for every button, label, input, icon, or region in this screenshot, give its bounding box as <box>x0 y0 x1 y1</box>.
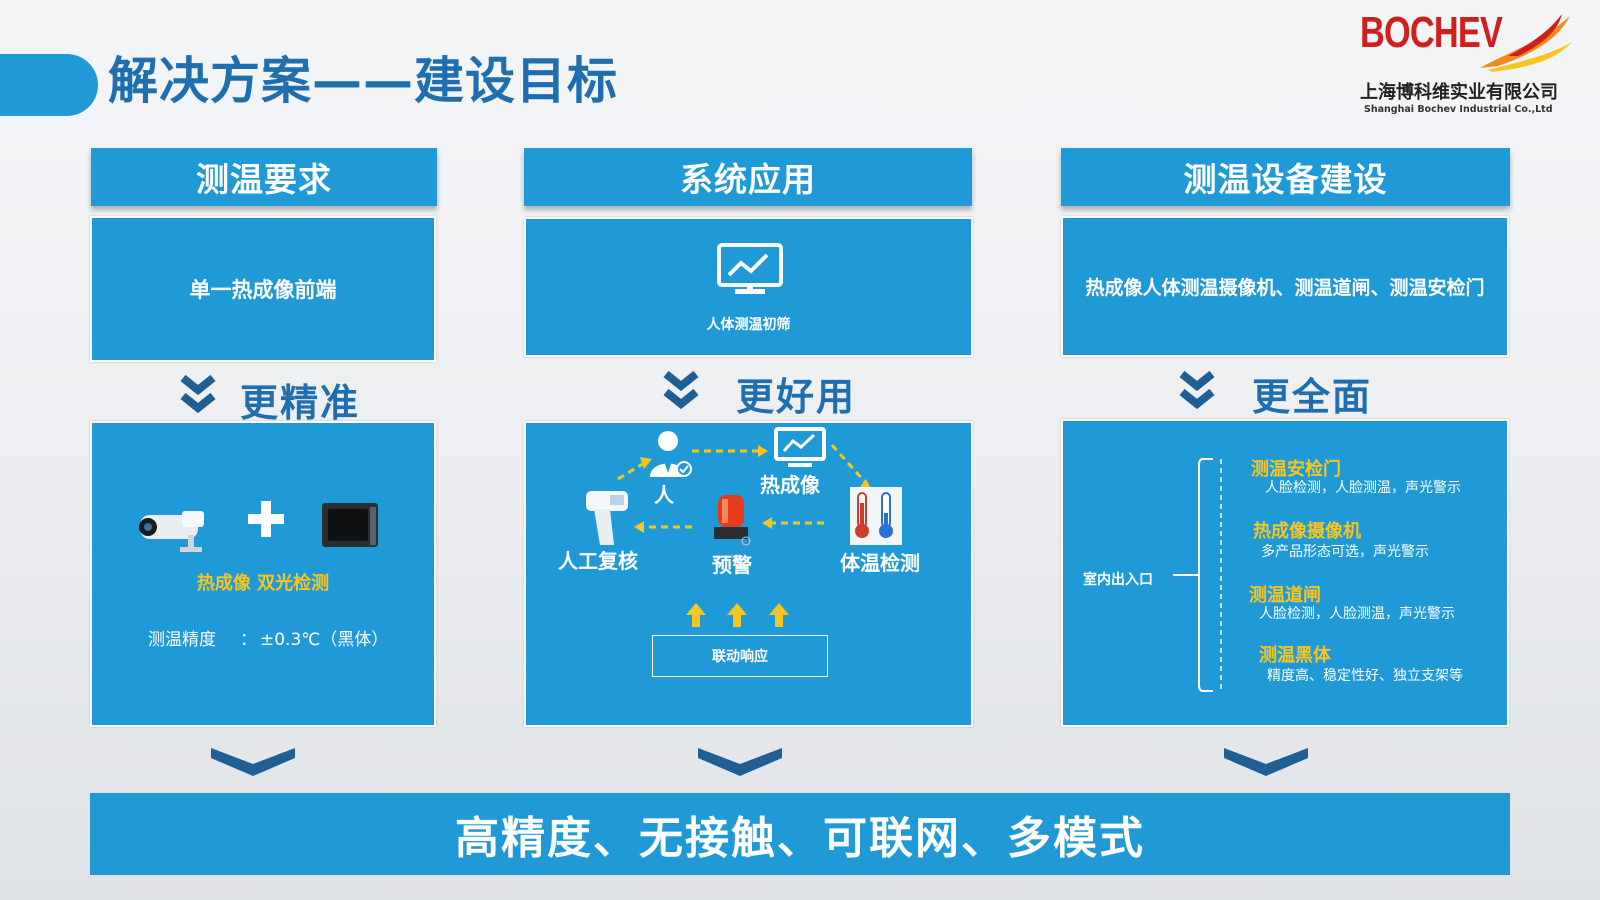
accuracy-value: ±0.3℃（黑体） <box>260 630 389 650</box>
label-more-comprehensive: 更全面 <box>1252 375 1373 419</box>
double-chevron-icon <box>1179 370 1215 410</box>
accuracy-separator: ： <box>240 630 257 650</box>
application-text: 人体测温初筛 <box>706 317 791 333</box>
tree-item-desc: 人脸检测，人脸测温，声光警示 <box>1265 480 1461 496</box>
label-more-accurate: 更精准 <box>240 381 361 425</box>
tree-item-desc: 人脸检测，人脸测温，声光警示 <box>1259 606 1455 622</box>
title-accent-tab <box>0 54 98 116</box>
plus-icon <box>248 501 284 537</box>
handheld-thermometer-icon <box>586 491 628 545</box>
flow-person-label: 人 <box>654 483 674 507</box>
logo-company-cn: 上海博科维实业有限公司 <box>1360 82 1558 103</box>
monitor-chart-icon <box>717 243 783 294</box>
chevron-down-icon <box>1224 748 1308 776</box>
flow-thermal-label: 热成像 <box>760 473 820 497</box>
dual-light-highlight: 热成像 双光检测 <box>196 573 330 594</box>
flow-temp-check-label: 体温检测 <box>840 551 920 575</box>
requirement-box: 单一热成像前端 <box>90 216 436 362</box>
page-title: 解决方案——建设目标 <box>108 52 618 110</box>
column-header-application: 系统应用 <box>524 148 972 206</box>
column-header-requirement: 测温要求 <box>91 148 437 206</box>
person-icon <box>650 431 692 477</box>
chevron-down-icon <box>211 748 295 776</box>
flow-manual-label: 人工复核 <box>558 549 638 573</box>
blackbody-device-icon <box>322 503 378 547</box>
tree-item-desc: 多产品形态可选，声光警示 <box>1261 544 1429 560</box>
thermal-monitor-icon <box>774 427 826 467</box>
double-chevron-icon <box>663 370 699 410</box>
equipment-detail-box: 室内出入口 测温安检门 人脸检测，人脸测温，声光警示 热成像摄像机 多产品形态可… <box>1061 419 1509 727</box>
application-box: 人体测温初筛 <box>524 217 973 357</box>
linkage-response-box: 联动响应 <box>652 635 828 677</box>
column-header-equipment: 测温设备建设 <box>1061 148 1510 206</box>
logo-wordmark: BOCHEV <box>1360 8 1503 57</box>
tree-item-title: 测温道闸 <box>1249 585 1321 606</box>
chevron-down-icon <box>698 748 782 776</box>
tree-item-title: 测温安检门 <box>1251 459 1341 480</box>
bullet-camera-icon <box>139 511 204 552</box>
alarm-light-icon <box>714 495 751 546</box>
accuracy-detail-box: 热成像 双光检测 测温精度 ： ±0.3℃（黑体） <box>90 421 436 727</box>
workflow-detail-box: 人 热成像 体温检测 预警 人工复核 联动响应 <box>524 421 973 727</box>
tree-item-title: 热成像摄像机 <box>1253 521 1361 542</box>
summary-banner: 高精度、无接触、可联网、多模式 <box>90 793 1510 875</box>
tree-root-label: 室内出入口 <box>1083 572 1153 588</box>
equipment-box: 热成像人体测温摄像机、测温道闸、测温安检门 <box>1061 216 1509 357</box>
double-chevron-icon <box>180 374 216 414</box>
flow-alarm-label: 预警 <box>712 553 752 577</box>
equipment-text: 热成像人体测温摄像机、测温道闸、测温安检门 <box>1085 277 1485 299</box>
company-logo: BOCHEV 上海博科维实业有限公司 Shanghai Bochev Indus… <box>1360 8 1580 118</box>
tree-item-title: 测温黑体 <box>1259 645 1331 666</box>
logo-company-en: Shanghai Bochev Industrial Co.,Ltd <box>1364 104 1553 115</box>
thermometer-icon <box>850 487 902 545</box>
accuracy-label: 测温精度 <box>148 630 216 650</box>
tree-item-desc: 精度高、稳定性好、独立支架等 <box>1267 668 1463 684</box>
logo-flame-icon <box>1480 14 1572 72</box>
label-easier-to-use: 更好用 <box>736 375 857 419</box>
tree-brace <box>1173 458 1222 692</box>
requirement-text: 单一热成像前端 <box>189 278 337 302</box>
